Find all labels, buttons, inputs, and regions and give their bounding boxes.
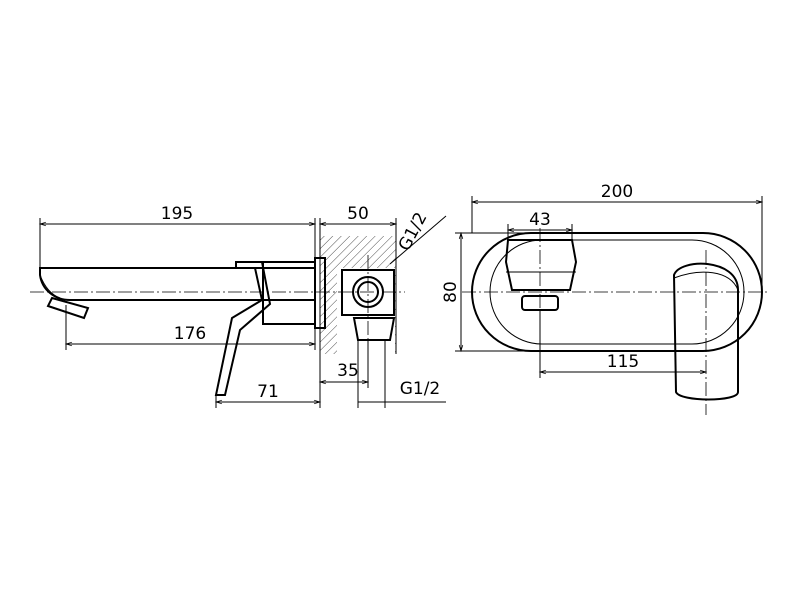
handle-front xyxy=(672,262,739,401)
body-ring xyxy=(262,257,326,329)
dim-overall-length: 195 xyxy=(161,204,193,224)
side-view: 195 50 G1/2 176 35 xyxy=(30,204,447,408)
dim-176: 176 xyxy=(64,305,317,350)
spout-outlet xyxy=(504,239,578,311)
dim-115: 115 xyxy=(538,310,708,378)
thread-bottom: G1/2 xyxy=(357,340,446,408)
dim-plate-width: 200 xyxy=(601,182,633,202)
dim-handle-distance: 115 xyxy=(607,352,639,372)
dim-plate-height: 80 xyxy=(441,281,461,303)
dim-handle-offset: 71 xyxy=(257,382,279,402)
thread-label-top: G1/2 xyxy=(395,209,432,254)
thread-label-bottom: G1/2 xyxy=(400,379,441,399)
dim-80: 80 xyxy=(441,231,530,353)
spout xyxy=(39,267,316,320)
dim-195: 195 xyxy=(38,204,317,268)
dim-body-depth: 50 xyxy=(347,204,369,224)
thread-top: G1/2 xyxy=(389,209,447,265)
dim-spout-length: 176 xyxy=(174,324,206,344)
dim-outlet-width: 43 xyxy=(529,210,551,230)
dim-inlet-depth: 35 xyxy=(337,361,359,381)
dim-43: 43 xyxy=(506,210,574,240)
dim-35: 35 xyxy=(318,340,370,408)
lever-handle xyxy=(214,261,272,396)
dim-50: 50 xyxy=(318,204,398,236)
dim-200: 200 xyxy=(470,182,764,292)
dim-71: 71 xyxy=(214,382,322,408)
front-view: 200 43 80 115 xyxy=(441,182,770,415)
